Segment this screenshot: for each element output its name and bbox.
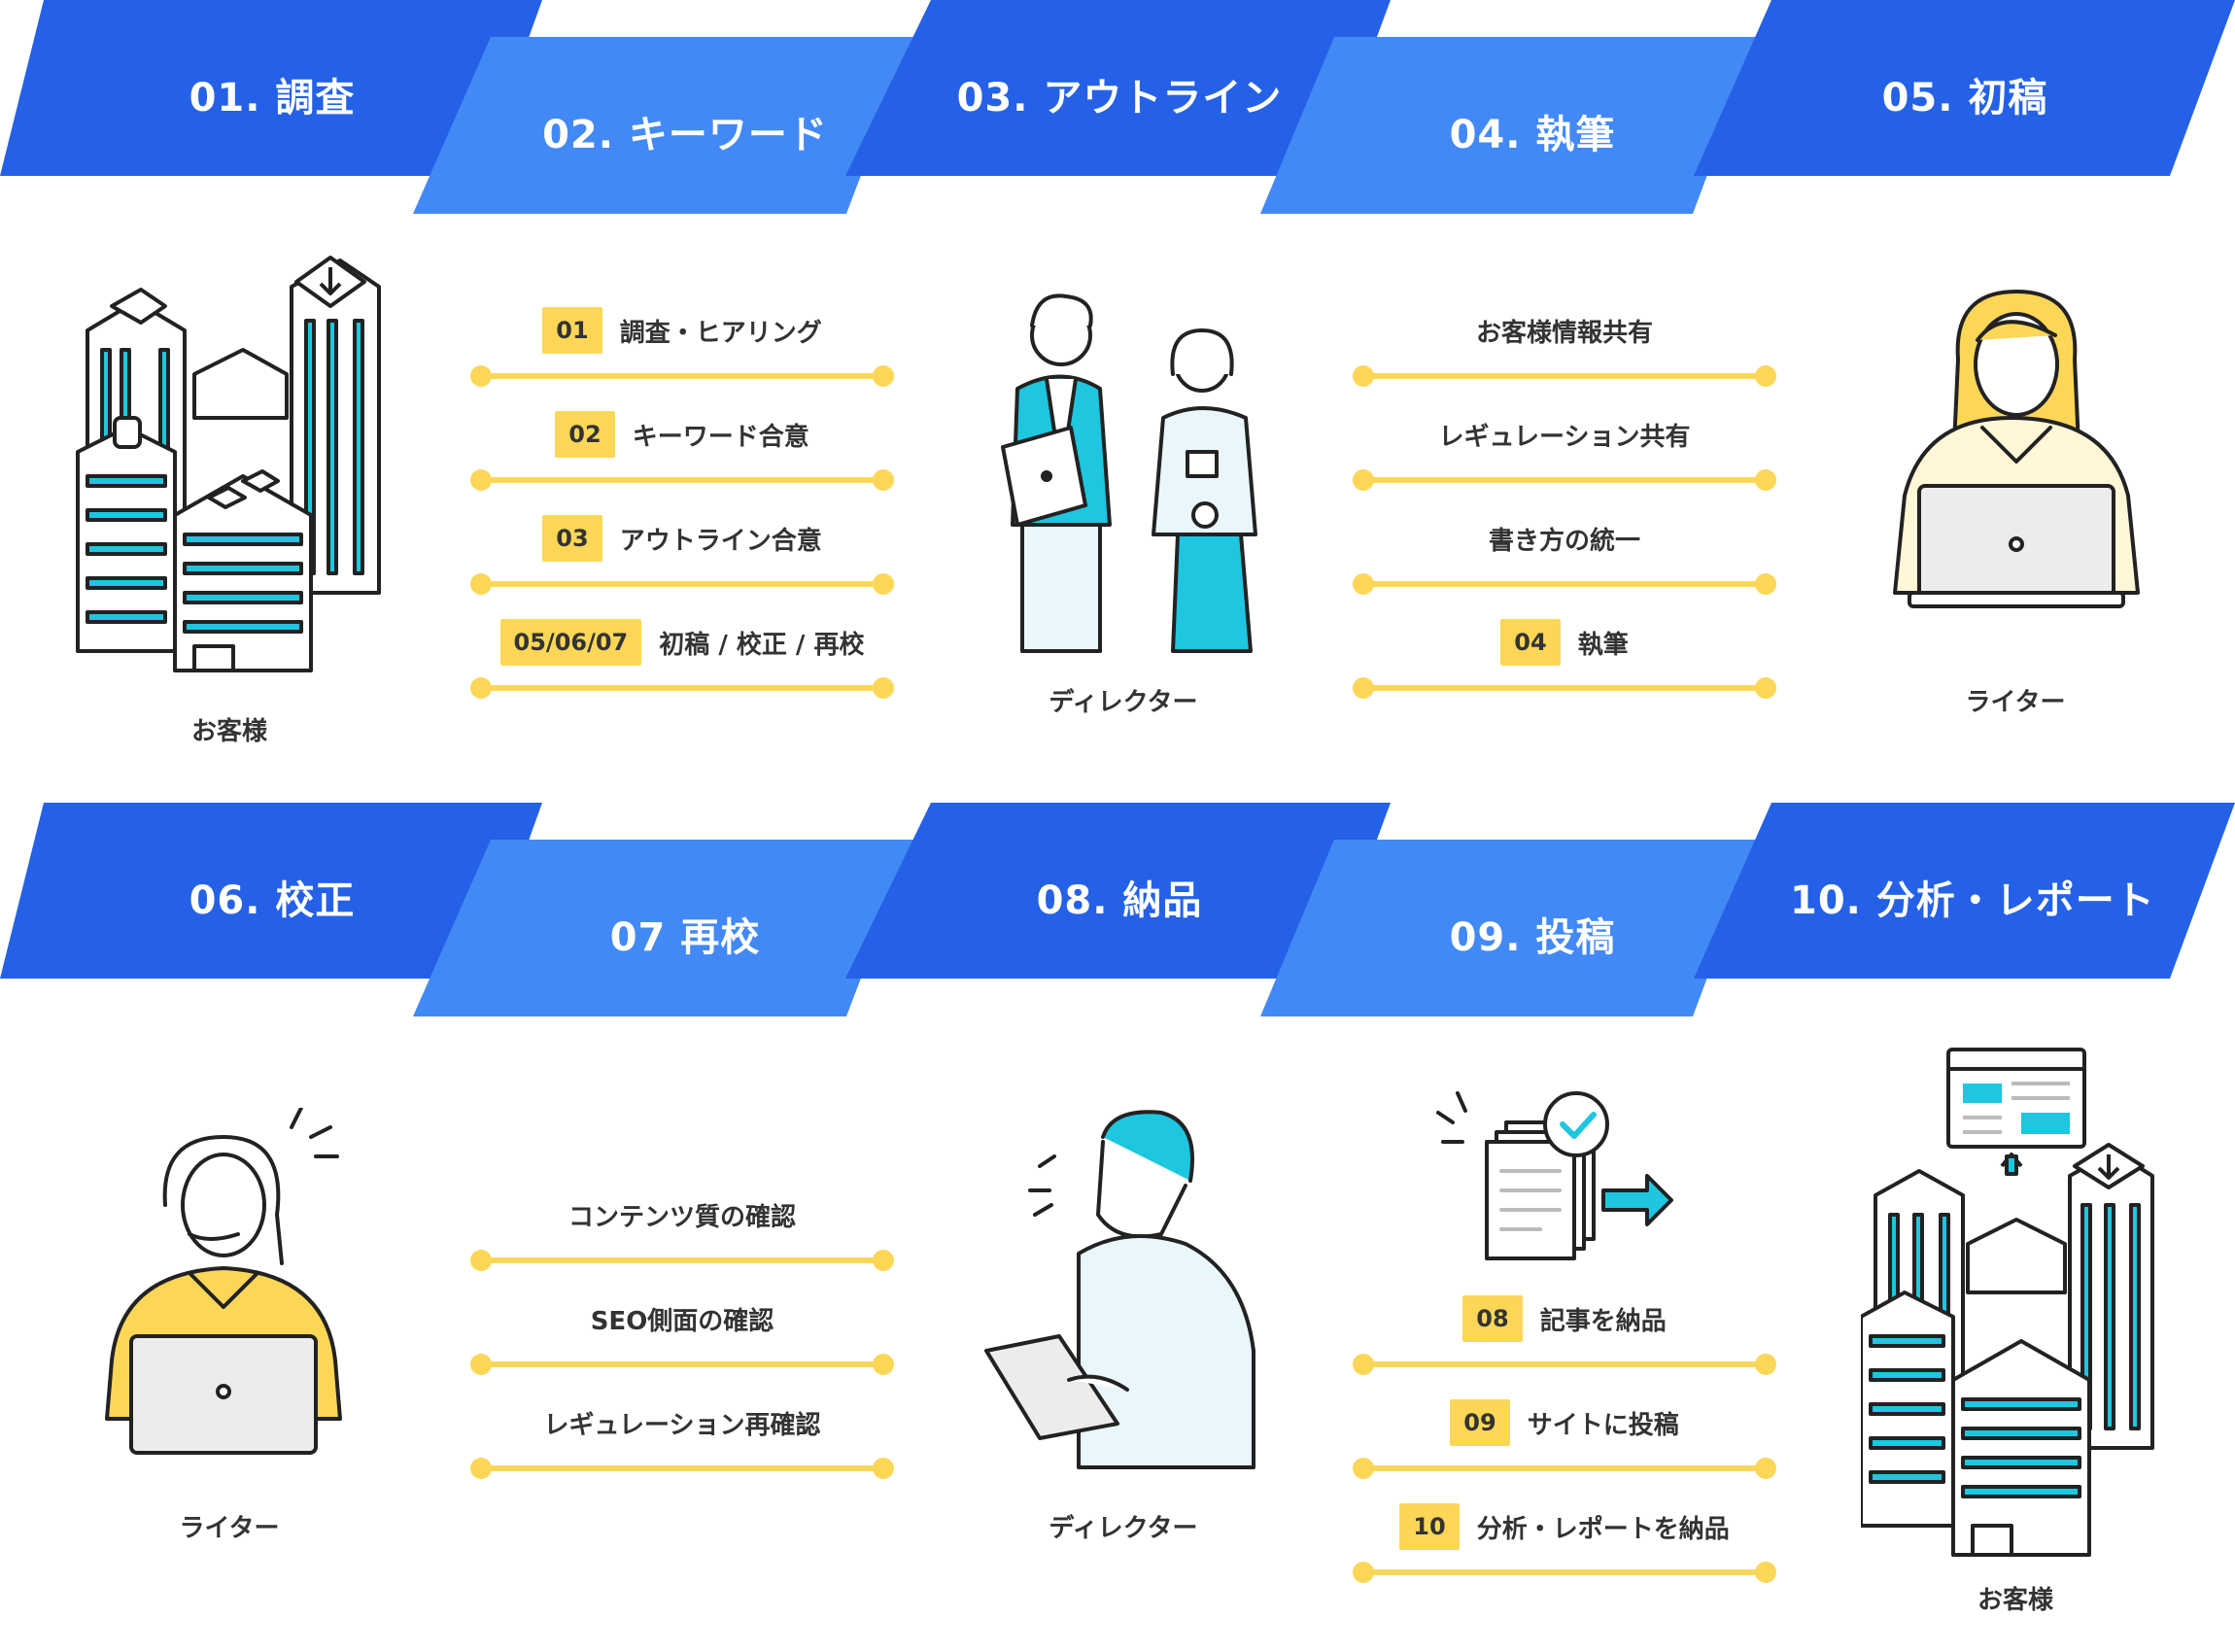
writer-caption-row2: ライター xyxy=(179,1514,280,1543)
list-item-text: SEO側面の確認 xyxy=(590,1306,774,1336)
list-item-text: 初稿 / 校正 / 再校 xyxy=(659,630,865,660)
list-item-text: レギュレーション再確認 xyxy=(543,1410,821,1440)
step-badge: 08 xyxy=(1462,1295,1523,1342)
list-item: 10 分析・レポートを納品 xyxy=(1351,1500,1778,1604)
step-01-label: 01. 調査 xyxy=(189,76,356,120)
list-item: 04 執筆 xyxy=(1351,616,1778,720)
buildings-report-icon xyxy=(1859,1040,2172,1588)
step-10-label: 10. 分析・レポート xyxy=(1790,878,2155,923)
writing-checklist: お客様情報共有 レギュレーション共有 書き方の統一 04 執筆 xyxy=(1351,304,1778,720)
director-caption-row2: ディレクター xyxy=(1049,1514,1198,1543)
step-badge: 01 xyxy=(542,307,602,354)
list-divider xyxy=(484,581,880,587)
list-item: 書き方の統一 xyxy=(1351,512,1778,616)
step-09-label: 09. 投稿 xyxy=(1449,915,1616,960)
list-item-text: 執筆 xyxy=(1577,630,1629,660)
office-buildings-icon xyxy=(68,243,389,694)
list-item-text: アウトライン合意 xyxy=(619,526,822,556)
list-item: 03 アウトライン合意 xyxy=(468,512,896,616)
writer-caption-row1: ライター xyxy=(1965,688,2066,717)
list-item-text: 記事を納品 xyxy=(1539,1306,1667,1336)
list-item: 09 サイトに投稿 xyxy=(1351,1396,1778,1500)
band-shapes-row1 xyxy=(0,0,2235,214)
list-divider xyxy=(484,1465,880,1471)
list-item: お客様情報共有 xyxy=(1351,304,1778,408)
step-02-label: 02. キーワード xyxy=(542,113,828,157)
keyword-checklist: 01 調査・ヒアリング 02 キーワード合意 03 アウトライン合意 05/06/07… xyxy=(468,304,896,720)
list-divider xyxy=(484,685,880,691)
list-item: SEO側面の確認 xyxy=(468,1292,896,1396)
list-item-text: キーワード合意 xyxy=(632,422,809,452)
process-band-row1: 01. 調査 02. キーワード 03. アウトライン 04. 執筆 05. 初… xyxy=(0,0,2235,224)
list-divider xyxy=(1366,477,1763,483)
list-divider xyxy=(1366,1569,1763,1575)
customer-caption-row2: お客様 xyxy=(1977,1586,2053,1615)
step-badge: 05/06/07 xyxy=(499,619,642,666)
list-item: 01 調査・ヒアリング xyxy=(468,304,896,408)
step-badge: 10 xyxy=(1399,1503,1460,1550)
list-item: コンテンツ質の確認 xyxy=(468,1188,896,1292)
band-shapes-row2 xyxy=(0,803,2235,1016)
documents-check-icon xyxy=(1428,1084,1681,1272)
list-divider xyxy=(484,477,880,483)
list-item-text: 分析・レポートを納品 xyxy=(1476,1514,1730,1544)
list-item-text: レギュレーション共有 xyxy=(1438,422,1691,452)
list-divider xyxy=(1366,1465,1763,1471)
list-item: 02 キーワード合意 xyxy=(468,408,896,512)
director-tablet-icon xyxy=(981,1098,1273,1481)
list-item-text: サイトに投稿 xyxy=(1527,1410,1679,1440)
writer-laptop-icon-row2 xyxy=(92,1106,364,1481)
step-04-label: 04. 執筆 xyxy=(1449,113,1616,157)
customer-caption-row1: お客様 xyxy=(190,717,267,746)
list-item: レギュレーション共有 xyxy=(1351,408,1778,512)
list-divider xyxy=(484,1361,880,1367)
list-item-text: 調査・ヒアリング xyxy=(619,318,822,348)
list-divider xyxy=(1366,685,1763,691)
step-badge: 09 xyxy=(1450,1399,1510,1446)
step-badge: 02 xyxy=(555,411,615,458)
list-divider xyxy=(1366,1361,1763,1367)
list-item-text: お客様情報共有 xyxy=(1475,318,1653,348)
step-badge: 04 xyxy=(1500,619,1561,666)
step-badge: 03 xyxy=(542,515,602,562)
list-divider xyxy=(1366,581,1763,587)
list-divider xyxy=(484,1257,880,1263)
recheck-checklist: コンテンツ質の確認 SEO側面の確認 レギュレーション再確認 xyxy=(468,1188,896,1500)
director-caption-row1: ディレクター xyxy=(1049,688,1198,717)
posting-checklist: 08 記事を納品 09 サイトに投稿 10 分析・レポートを納品 xyxy=(1351,1292,1778,1604)
list-item: 08 記事を納品 xyxy=(1351,1292,1778,1396)
list-item: 05/06/07 初稿 / 校正 / 再校 xyxy=(468,616,896,720)
business-people-icon xyxy=(964,282,1294,665)
process-band-row2: 06. 校正 07 再校 08. 納品 09. 投稿 10. 分析・レポート xyxy=(0,803,2235,1026)
list-item-text: コンテンツ質の確認 xyxy=(567,1202,796,1232)
step-06-label: 06. 校正 xyxy=(189,878,356,923)
list-divider xyxy=(484,373,880,379)
step-05-label: 05. 初稿 xyxy=(1881,76,2048,120)
step-03-label: 03. アウトライン xyxy=(956,76,1283,120)
step-08-label: 08. 納品 xyxy=(1036,878,1203,923)
writer-laptop-icon-row1 xyxy=(1866,282,2167,636)
step-07-label: 07 再校 xyxy=(609,915,761,960)
list-item: レギュレーション再確認 xyxy=(468,1396,896,1500)
list-divider xyxy=(1366,373,1763,379)
list-item-text: 書き方の統一 xyxy=(1488,526,1640,556)
